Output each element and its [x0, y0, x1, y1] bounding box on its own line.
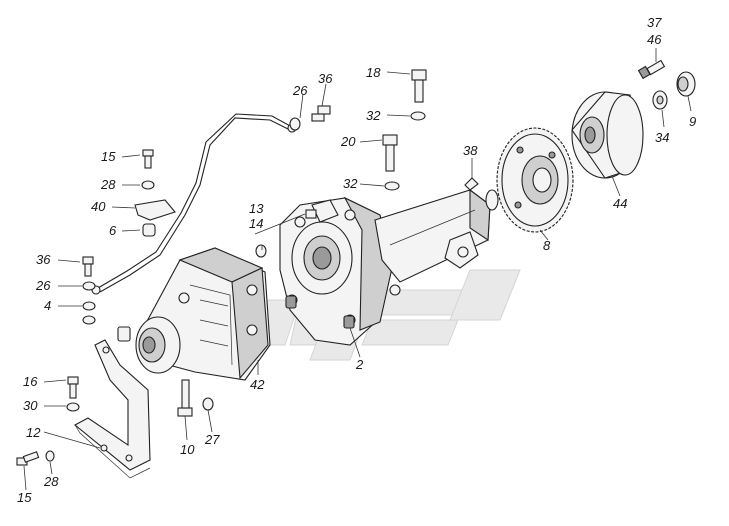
callout-26b: 26 [35, 278, 51, 293]
callout-18: 18 [366, 65, 381, 80]
callout-15b: 15 [17, 490, 32, 505]
drive-shaft [374, 188, 499, 296]
callout-26: 26 [292, 83, 308, 98]
cap-and-washer [652, 71, 696, 110]
callout-40: 40 [91, 199, 106, 214]
callout-44: 44 [613, 196, 627, 211]
drive-gear [496, 127, 574, 233]
callout-27: 27 [204, 432, 220, 447]
callout-14: 14 [249, 216, 263, 231]
callout-36b: 36 [36, 252, 51, 267]
callout-42: 42 [250, 377, 265, 392]
callout-28b: 28 [43, 474, 59, 489]
callout-4: 4 [44, 298, 51, 313]
callout-16: 16 [23, 374, 38, 389]
callout-labels: 37 46 18 36 26 32 20 15 28 40 6 38 13 14… [17, 15, 696, 505]
callout-32: 32 [366, 108, 381, 123]
callout-8: 8 [543, 238, 551, 253]
gear-cover [571, 91, 644, 179]
callout-32b: 32 [343, 176, 358, 191]
callout-38: 38 [463, 143, 478, 158]
callout-36: 36 [318, 71, 333, 86]
callout-37: 37 [647, 15, 662, 30]
callout-13: 13 [249, 201, 264, 216]
fasteners [16, 59, 666, 466]
callout-34: 34 [655, 130, 669, 145]
pump-bracket [74, 339, 151, 479]
callout-6: 6 [109, 223, 117, 238]
callout-15: 15 [101, 149, 116, 164]
callout-46: 46 [647, 32, 662, 47]
callout-28: 28 [100, 177, 116, 192]
callout-20: 20 [340, 134, 356, 149]
gear-housing [279, 196, 393, 346]
callout-12: 12 [26, 425, 41, 440]
fuel-pump-assembly [117, 247, 271, 381]
callout-2: 2 [355, 357, 364, 372]
callout-10: 10 [180, 442, 195, 457]
callout-9: 9 [689, 114, 696, 129]
leader-lines [23, 48, 692, 491]
callout-30: 30 [23, 398, 38, 413]
